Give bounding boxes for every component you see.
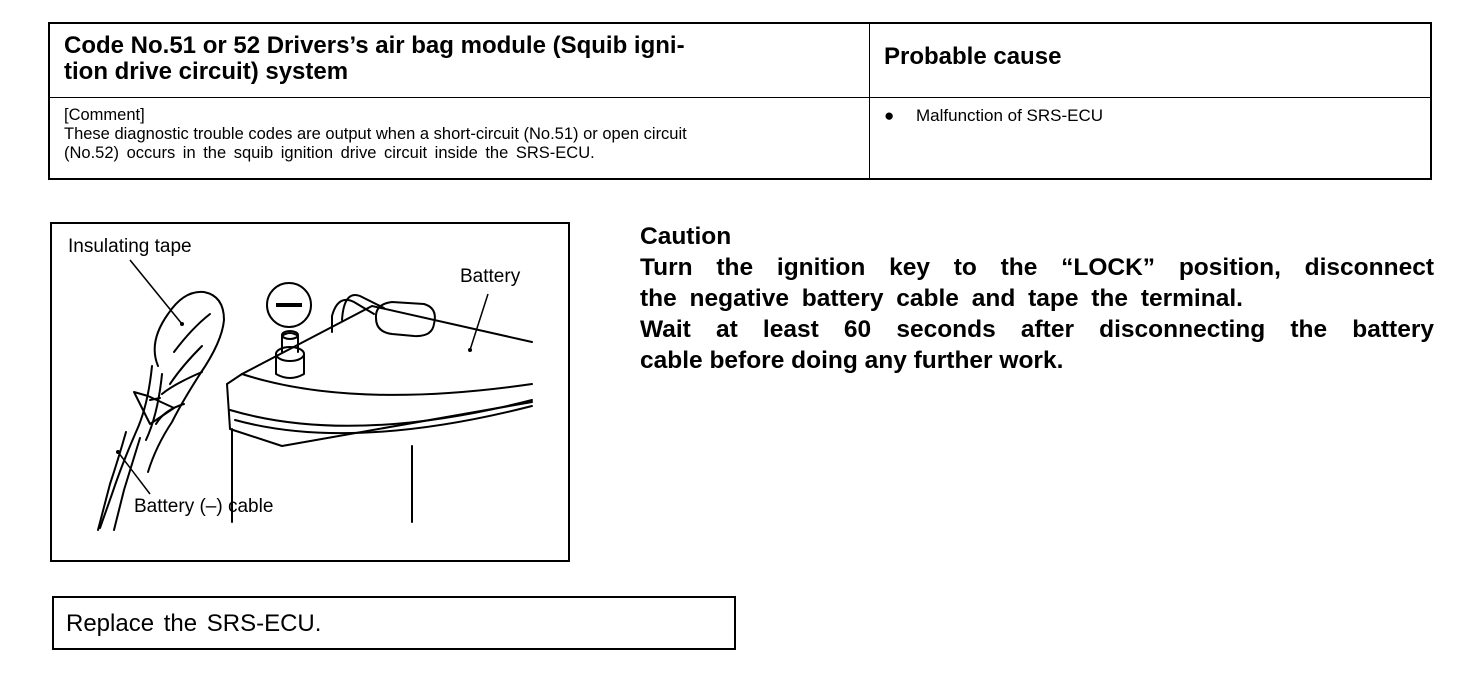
- comment-label: [Comment]: [64, 106, 145, 124]
- code-header-title-line-2: tion drive circuit) system: [64, 58, 349, 85]
- caution-line-2: the negative battery cable and tape the …: [640, 285, 1243, 312]
- probable-cause-header-cell: Probable cause: [870, 24, 1430, 98]
- battery-cap: [374, 301, 436, 338]
- corrective-action-box: Replace the SRS-ECU.: [52, 596, 736, 650]
- cause-list-item: ● Malfunction of SRS-ECU: [884, 106, 1420, 126]
- bullet-icon: ●: [884, 106, 895, 125]
- battery-terminal-post: [275, 353, 305, 379]
- diagnostic-code-table: Code No.51 or 52 Drivers’s air bag modul…: [48, 22, 1432, 180]
- caution-line-4: cable before doing any further work.: [640, 347, 1064, 374]
- caution-line-3: Wait at least 60 seconds after disconnec…: [640, 316, 1434, 343]
- battery-drawing: [97, 259, 533, 531]
- battery-cable-label: Battery (–) cable: [134, 496, 274, 517]
- negative-terminal-circle: [266, 282, 312, 328]
- comment-text-line-1: These diagnostic trouble codes are outpu…: [64, 125, 687, 143]
- battery-illustration: Insulating tape Battery Battery (–) cabl…: [50, 222, 570, 562]
- comment-cell: [Comment] These diagnostic trouble codes…: [50, 98, 870, 178]
- battery-lid-front: [226, 373, 533, 447]
- battery-lid-top: [241, 305, 533, 375]
- probable-cause-cell: ● Malfunction of SRS-ECU: [870, 98, 1430, 178]
- code-header-title-line-1: Code No.51 or 52 Drivers’s air bag modul…: [64, 32, 685, 59]
- insulated-cable-end: [147, 290, 225, 473]
- tape-flap: [133, 391, 175, 425]
- insulating-tape-label: Insulating tape: [68, 236, 192, 257]
- caution-block: Caution Turn the ignition key to the “LO…: [640, 221, 1434, 376]
- code-header-cell: Code No.51 or 52 Drivers’s air bag modul…: [50, 24, 870, 98]
- cause-text: Malfunction of SRS-ECU: [916, 106, 1104, 125]
- minus-sign: [276, 303, 302, 307]
- battery-label: Battery: [460, 266, 521, 287]
- comment-text-line-2: (No.52) occurs in the squib ignition dri…: [64, 144, 595, 162]
- corrective-action-text: Replace the SRS-ECU.: [66, 610, 322, 637]
- probable-cause-header: Probable cause: [884, 43, 1062, 70]
- caution-line-1: Turn the ignition key to the “LOCK” posi…: [640, 254, 1434, 281]
- caution-title: Caution: [640, 223, 732, 250]
